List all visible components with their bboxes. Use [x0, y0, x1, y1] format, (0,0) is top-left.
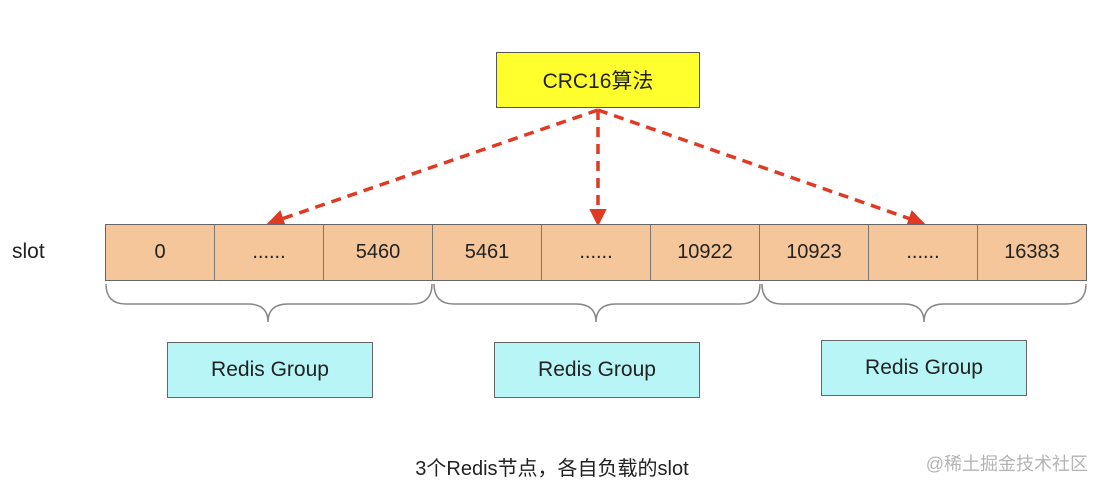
redis-group-3: Redis Group [821, 340, 1027, 396]
brace-group-1 [105, 283, 433, 323]
redis-group-1: Redis Group [167, 342, 373, 398]
slot-cell: 5460 [324, 225, 433, 280]
slot-cell: 10922 [651, 225, 760, 280]
arrow-to-group-3 [597, 108, 926, 227]
slot-array: 0 ...... 5460 5461 ...... 10922 10923 ..… [105, 224, 1087, 281]
slot-cell: ...... [869, 225, 978, 280]
redis-group-2: Redis Group [494, 342, 700, 398]
slot-cell: ...... [215, 225, 324, 280]
diagram-caption: 3个Redis节点，各自负载的slot [415, 458, 689, 480]
brace-group-2 [433, 283, 761, 323]
redis-group-label: Redis Group [865, 356, 983, 379]
arrow-to-group-1 [266, 108, 599, 227]
slot-cell: 16383 [1004, 241, 1060, 263]
slot-cell: ...... [542, 225, 651, 280]
slot-cell: 5461 [433, 225, 542, 280]
redis-group-label: Redis Group [211, 358, 329, 381]
redis-group-label: Redis Group [538, 358, 656, 381]
slot-cell: 0 [106, 225, 215, 280]
slot-cell: 10923 [760, 225, 869, 280]
brace-group-3 [761, 283, 1087, 323]
crc16-algorithm-box: CRC16算法 [496, 52, 700, 108]
watermark: @稀土掘金技术社区 [925, 454, 1088, 474]
slot-label: slot [12, 240, 45, 263]
crc16-algorithm-label: CRC16算法 [542, 70, 654, 93]
